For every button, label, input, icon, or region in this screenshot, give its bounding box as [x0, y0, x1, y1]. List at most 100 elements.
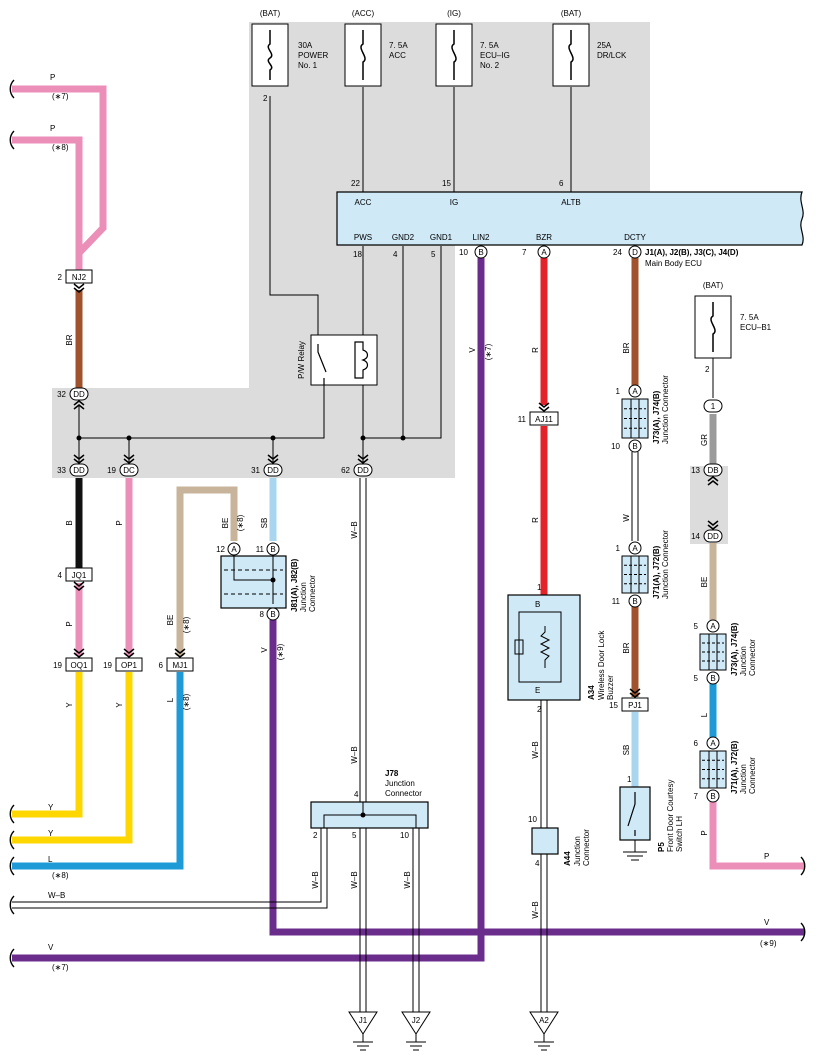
wire-label: BR	[65, 334, 74, 345]
connector-dd33-oval	[69, 463, 89, 477]
wire-label: P	[50, 124, 55, 133]
wire-label: R	[531, 347, 540, 353]
wire-break-icon	[9, 856, 15, 876]
wire-label: GR	[700, 434, 709, 446]
j78-pin-10: 10	[400, 831, 409, 840]
relay-name: P/W Relay	[297, 341, 306, 379]
junction-dots	[76, 435, 406, 441]
connector-dd14-oval	[703, 529, 723, 543]
j73-j74-a-num-a: 1	[616, 387, 621, 396]
a44-pin-10: 10	[528, 815, 537, 824]
j73-j74-a-pin-b	[628, 439, 642, 453]
connector-chevron-icon	[123, 648, 135, 658]
ground-label: A2	[539, 1016, 549, 1025]
wire-be-j81	[176, 486, 238, 656]
wire-label: R	[531, 517, 540, 523]
wire-wb-left-b	[12, 828, 328, 909]
wire-label: W–B	[531, 901, 540, 918]
connector-mj1-label: MJ1	[172, 661, 188, 670]
wire-v-7	[12, 258, 485, 962]
wire-break-icon	[9, 948, 15, 968]
j73-j74-a-name: J73(A), J74(B)	[652, 390, 661, 444]
connector-chevron-icon	[174, 648, 186, 658]
j73-j74-b-pin-b	[706, 671, 720, 685]
fuse-icon	[267, 30, 273, 80]
wire-labels: PP(∗7)(∗8)BRBPYPYBE(∗8)SBBE(∗8)L(∗8)V(∗9…	[9, 73, 806, 972]
connector-dd14-pin: 14	[691, 532, 700, 541]
a44-junction: 10 4 A44 Junction Connector	[528, 815, 591, 868]
ground-label: J1	[359, 1016, 368, 1025]
j71-j72-b-num-a: 6	[694, 739, 699, 748]
wire-p-7	[12, 85, 107, 270]
connector-nj2-pin: 2	[58, 273, 63, 282]
connector-chevron-icon	[73, 648, 85, 658]
j81-letter-b: B	[270, 545, 275, 554]
j81-desc-1: Junction	[299, 582, 308, 612]
j81-num-a: 12	[216, 545, 225, 554]
wire-y-oq1	[12, 672, 83, 818]
fuse-acc-source: (ACC)	[352, 9, 375, 18]
dot-129	[126, 435, 132, 441]
buzzer-desc-2: Buzzer	[606, 675, 615, 700]
buzzer-desc-1: Wireless Door Lock	[597, 630, 606, 700]
shaded-regions	[52, 22, 728, 544]
fuse-30a-source: (BAT)	[260, 9, 281, 18]
ground-icon	[353, 1034, 373, 1051]
ecu-pin-bzr: BZR	[536, 233, 552, 242]
connector-oq1-pin: 19	[53, 661, 62, 670]
internal-wires	[78, 87, 714, 852]
wire-wb-left-a	[12, 828, 322, 903]
j71-j72-b-pin-a	[706, 736, 720, 750]
wire-label: (∗7)	[484, 343, 493, 360]
ecu-pin-circle	[628, 245, 642, 259]
wire-label: W–B	[531, 741, 540, 758]
connector-dc19-pin: 19	[107, 466, 116, 475]
a44-body	[531, 827, 559, 855]
j81-pin-c	[266, 607, 280, 621]
wire-label: Y	[115, 702, 124, 708]
connector-jq1-pin: 4	[58, 571, 63, 580]
buzzer-a34: B E 1 2 A34 Wireless Door Lock Buzzer	[507, 583, 615, 714]
connector-1-oval	[703, 399, 723, 413]
ecu-pin-num: 7	[522, 248, 527, 257]
ecu-pin-ig-num: 15	[442, 179, 451, 188]
connector-chevron-icon	[73, 454, 85, 464]
connector-dd62-pin: 62	[341, 466, 350, 475]
connector-aj11-pin: 11	[518, 415, 527, 424]
fuse-icon	[360, 30, 366, 80]
j73-j74-b-letter-b: B	[710, 674, 715, 683]
wire-label: W–B	[350, 871, 359, 888]
ecu-pin-letter: B	[478, 248, 483, 257]
wire-break-icon	[9, 830, 15, 850]
dot-403	[400, 435, 406, 441]
wire-label: Y	[48, 829, 54, 838]
wire-label: P	[65, 621, 74, 626]
wire-label: (∗9)	[276, 643, 285, 660]
j71-j72-b-num-b: 7	[694, 792, 699, 801]
ecu-pin-letter: D	[632, 248, 638, 257]
connector-db13-oval	[703, 463, 723, 477]
connector-dc19-oval	[119, 463, 139, 477]
j73-j74-b-num-a: 5	[694, 622, 699, 631]
relay-coil-icon	[354, 341, 369, 379]
wire-label: W–B	[48, 891, 65, 900]
connector-1-label: 1	[711, 402, 716, 411]
connector-dd32-oval	[69, 387, 89, 401]
connector-mj1-box	[166, 657, 194, 672]
wire-gnd1	[363, 246, 442, 439]
j78-name: J78	[385, 769, 399, 778]
connector-chevron-icon	[629, 688, 641, 698]
j81-num-c: 8	[260, 610, 265, 619]
wire-break-icon	[9, 804, 15, 824]
ecu-pin-letter: A	[541, 248, 547, 257]
ecu-pin-altb: ALTB	[561, 198, 580, 207]
